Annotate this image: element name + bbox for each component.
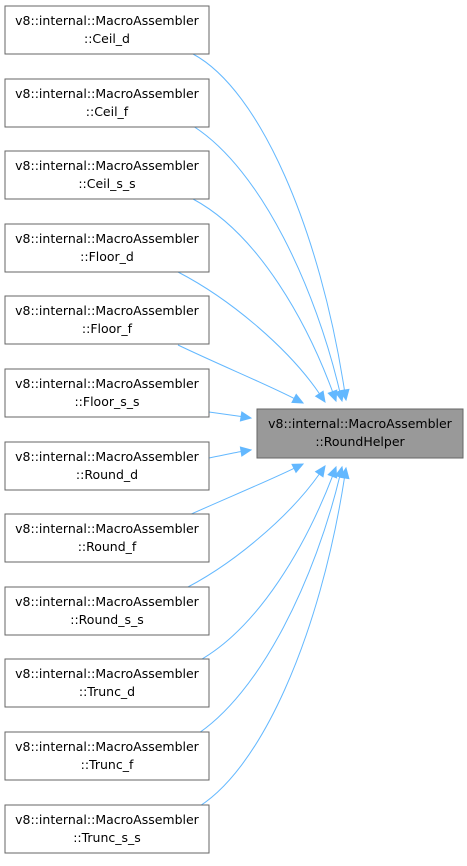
call-edge-round-f (177, 467, 296, 521)
caller-node-label-line2: ::Ceil_d (84, 31, 130, 46)
arrowhead-icon (327, 389, 338, 403)
caller-node-label-line1: v8::internal::MacroAssembler (15, 521, 200, 536)
caller-node-floor-d[interactable]: v8::internal::MacroAssembler::Floor_d (4, 223, 210, 273)
call-edge-floor-f (177, 344, 296, 400)
caller-node-label-line1: v8::internal::MacroAssembler (15, 86, 200, 101)
caller-node-label-line2: ::Floor_f (82, 321, 133, 336)
caller-node-label-line2: ::Round_s_s (70, 612, 144, 627)
caller-node-box (4, 441, 210, 491)
call-edge-floor-d (177, 271, 321, 395)
caller-node-label-line1: v8::internal::MacroAssembler (15, 13, 200, 28)
caller-node-box (4, 513, 210, 563)
caller-node-label-line2: ::Trunc_d (79, 684, 135, 699)
arrowhead-icon (291, 393, 305, 404)
caller-node-label-line2: ::Trunc_f (81, 757, 134, 772)
call-edge-ceil-s-s (192, 198, 334, 393)
caller-node-label-line1: v8::internal::MacroAssembler (15, 812, 200, 827)
caller-node-box (4, 5, 210, 55)
caller-node-label-line1: v8::internal::MacroAssembler (15, 449, 200, 464)
caller-node-label-line1: v8::internal::MacroAssembler (15, 739, 200, 754)
arrowhead-icon (314, 465, 326, 478)
caller-node-label-line1: v8::internal::MacroAssembler (15, 666, 200, 681)
caller-node-floor-s-s[interactable]: v8::internal::MacroAssembler::Floor_s_s (4, 368, 210, 418)
caller-node-box (4, 368, 210, 418)
call-edge-round-s-s (177, 473, 321, 593)
caller-node-floor-f[interactable]: v8::internal::MacroAssembler::Floor_f (4, 295, 210, 345)
arrowhead-icon (239, 411, 253, 422)
arrowhead-icon (334, 389, 345, 403)
caller-node-label-line2: ::Floor_s_s (74, 394, 139, 409)
caller-node-box (4, 731, 210, 781)
arrowhead-icon (239, 446, 253, 457)
arrowhead-icon (314, 390, 326, 404)
caller-node-label-line2: ::Round_f (78, 539, 137, 554)
call-edge-floor-s-s (208, 411, 243, 418)
call-edge-trunc-d (192, 475, 334, 665)
caller-node-label-line2: ::Ceil_f (86, 104, 129, 119)
caller-node-ceil-f[interactable]: v8::internal::MacroAssembler::Ceil_f (4, 78, 210, 128)
caller-node-label-line2: ::Ceil_s_s (78, 176, 135, 191)
caller-node-label-line1: v8::internal::MacroAssembler (15, 303, 200, 318)
call-edge-trunc-s-s (192, 476, 346, 811)
caller-node-round-f[interactable]: v8::internal::MacroAssembler::Round_f (4, 513, 210, 563)
arrowhead-icon (327, 465, 338, 479)
caller-node-label-line1: v8::internal::MacroAssembler (15, 158, 200, 173)
caller-node-round-d[interactable]: v8::internal::MacroAssembler::Round_d (4, 441, 210, 491)
arrowhead-icon (291, 463, 305, 474)
caller-node-round-s-s[interactable]: v8::internal::MacroAssembler::Round_s_s (4, 586, 210, 636)
target-node-box (256, 408, 464, 459)
caller-node-box (4, 295, 210, 345)
caller-node-trunc-d[interactable]: v8::internal::MacroAssembler::Trunc_d (4, 658, 210, 708)
caller-node-label-line1: v8::internal::MacroAssembler (15, 594, 200, 609)
caller-node-label-line2: ::Round_d (76, 467, 138, 482)
caller-node-label-line1: v8::internal::MacroAssembler (15, 376, 200, 391)
call-edge-round-d (208, 450, 243, 459)
caller-node-box (4, 658, 210, 708)
call-edge-trunc-f (192, 475, 341, 738)
caller-node-label-line2: ::Floor_d (80, 249, 134, 264)
call-edge-ceil-f (192, 125, 341, 393)
caller-node-box (4, 223, 210, 273)
call-edges (177, 53, 350, 811)
caller-nodes: v8::internal::MacroAssembler::Ceil_dv8::… (4, 5, 210, 854)
caller-node-trunc-s-s[interactable]: v8::internal::MacroAssembler::Trunc_s_s (4, 804, 210, 854)
caller-node-box (4, 78, 210, 128)
arrowhead-icon (339, 466, 350, 480)
target-node-label-line1: v8::internal::MacroAssembler (268, 416, 453, 431)
caller-node-box (4, 804, 210, 854)
caller-node-label-line2: ::Trunc_s_s (73, 830, 141, 845)
caller-node-ceil-d[interactable]: v8::internal::MacroAssembler::Ceil_d (4, 5, 210, 55)
call-edge-ceil-d (192, 53, 346, 392)
target-node-label-line2: ::RoundHelper (315, 434, 405, 449)
target-node-roundhelper[interactable]: v8::internal::MacroAssembler ::RoundHelp… (256, 408, 464, 459)
caller-node-ceil-s-s[interactable]: v8::internal::MacroAssembler::Ceil_s_s (4, 150, 210, 200)
caller-node-label-line1: v8::internal::MacroAssembler (15, 231, 200, 246)
caller-node-box (4, 150, 210, 200)
caller-node-box (4, 586, 210, 636)
caller-node-trunc-f[interactable]: v8::internal::MacroAssembler::Trunc_f (4, 731, 210, 781)
